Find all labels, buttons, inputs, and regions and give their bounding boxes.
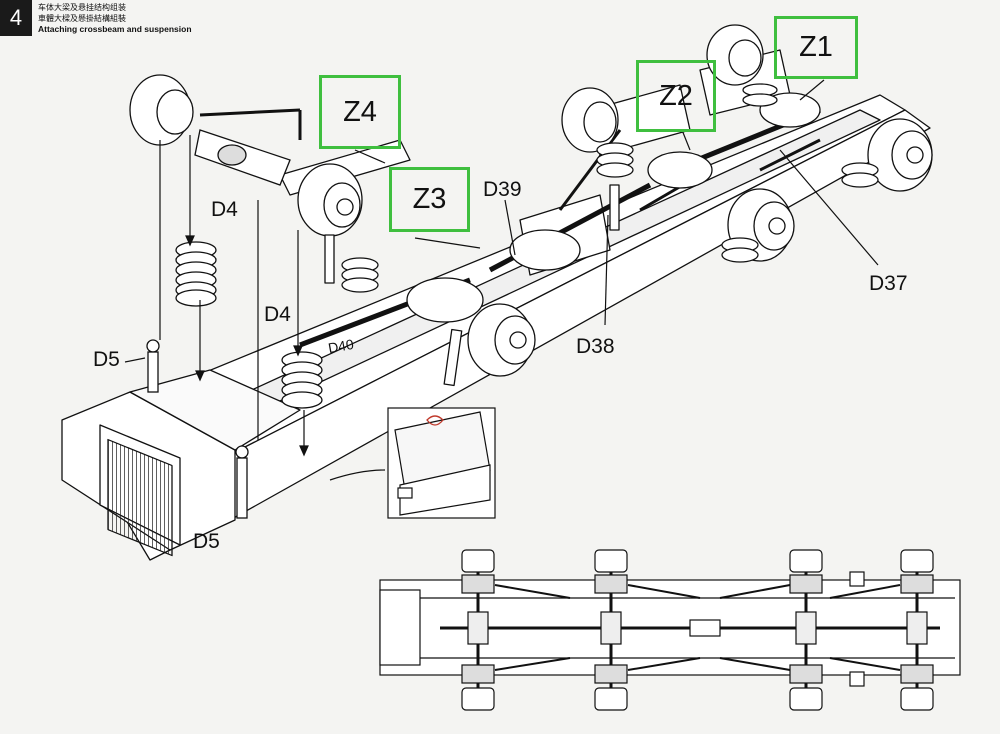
label-d4-upper: D4 [211, 198, 238, 221]
hub-1 [297, 163, 363, 237]
callout-z1: Z1 [774, 16, 858, 79]
label-d5-lower: D5 [193, 530, 220, 553]
differential-1 [406, 277, 484, 323]
differential-2 [509, 229, 581, 271]
shock-d5-upper [146, 339, 160, 393]
step-number-badge: 4 [0, 0, 32, 36]
title-english: Attaching crossbeam and suspension [38, 24, 192, 34]
installed-springs [341, 83, 879, 293]
callout-z3: Z3 [389, 167, 470, 232]
hub-3 [561, 87, 619, 153]
spring-d4-lower [281, 351, 323, 409]
top-view-wheels [461, 549, 934, 711]
title-chinese-traditional: 車體大樑及懸掛結構組裝 [38, 14, 126, 23]
title-chinese-simplified: 车体大梁及悬挂结构组装 [38, 3, 126, 12]
hub-2 [467, 303, 536, 377]
callout-z2: Z2 [636, 60, 716, 132]
hub-5 [706, 24, 764, 86]
hub-6 [867, 118, 933, 192]
spring-d4-upper [175, 241, 217, 307]
label-d37: D37 [869, 272, 908, 295]
chassis-top-view [379, 549, 961, 711]
chassis-iso-view [61, 24, 933, 561]
assembly-arrows [124, 79, 879, 481]
shock-d5-lower [235, 445, 249, 519]
label-d39: D39 [483, 178, 522, 201]
exploded-parts [146, 129, 323, 519]
differential-3 [647, 151, 713, 189]
hub-front-left [129, 74, 194, 146]
detail-inset [387, 407, 496, 519]
label-d38: D38 [576, 335, 615, 358]
label-d5-upper: D5 [93, 348, 120, 371]
label-d4-lower: D4 [264, 303, 291, 326]
callout-z4: Z4 [319, 75, 401, 149]
radiator-grille [107, 438, 173, 557]
